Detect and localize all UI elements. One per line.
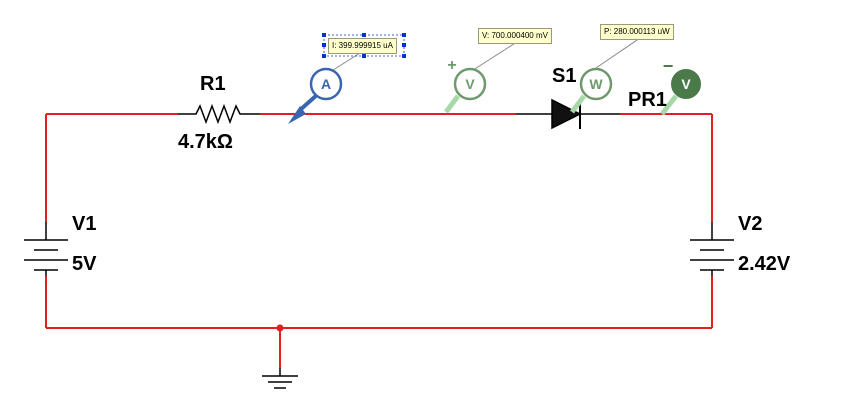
switch-name-label: S1: [552, 65, 577, 87]
v1-name-label: V1: [72, 213, 97, 235]
ammeter-probe[interactable]: A: [288, 67, 343, 124]
selection-outline: [323, 34, 405, 57]
pr1-minus-sign: −: [663, 56, 674, 76]
wattmeter-probe[interactable]: W: [570, 67, 613, 114]
v2-value-label: 2.42V: [738, 253, 791, 275]
battery-v2-symbol[interactable]: [690, 222, 734, 276]
battery-v1-symbol[interactable]: [24, 222, 68, 276]
pr1-probe-letter: V: [681, 76, 691, 92]
diode-symbol[interactable]: [516, 98, 620, 130]
resistor-symbol[interactable]: [178, 103, 260, 125]
ground-symbol[interactable]: [262, 368, 298, 389]
voltmeter-letter: V: [465, 76, 475, 92]
resistor-value-label: 4.7kΩ: [178, 131, 233, 153]
v2-name-label: V2: [738, 213, 763, 235]
wires: [45, 113, 713, 368]
voltmeter-probe[interactable]: V +: [444, 57, 487, 114]
voltmeter-tooltip[interactable]: V: 700.000400 mV: [478, 28, 552, 44]
junction-dot: [276, 324, 284, 332]
v1-value-label: 5V: [72, 253, 97, 275]
resistor-name-label: R1: [200, 73, 226, 95]
ammeter-letter: A: [321, 76, 331, 92]
wattmeter-letter: W: [589, 76, 603, 92]
ammeter-tooltip[interactable]: I: 399.999915 uA: [328, 38, 397, 54]
probe-name-label: PR1: [628, 89, 667, 111]
voltmeter-plus-sign: +: [447, 57, 456, 74]
wattmeter-tooltip[interactable]: P: 280.000113 uW: [600, 24, 674, 40]
pr1-voltage-probe[interactable]: V −: [660, 56, 701, 116]
